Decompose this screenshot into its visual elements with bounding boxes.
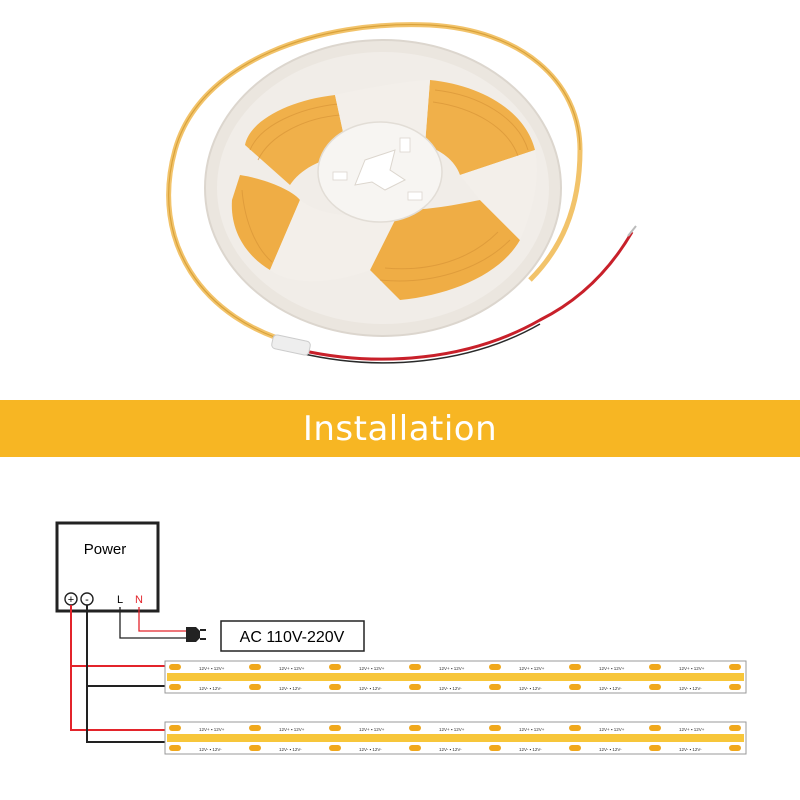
banner-title: Installation	[302, 408, 498, 449]
strip-marking-top: 12V+ ▪ 12V+	[359, 666, 385, 671]
strip-marking-bottom: 12V- ▪ 12V-	[359, 686, 382, 691]
strip-marking-top: 12V+ ▪ 12V+	[679, 727, 705, 732]
wire-positive-strip-1	[70, 605, 165, 667]
strip-marking-bottom: 12V- ▪ 12V-	[279, 747, 302, 752]
reel-windows	[231, 80, 535, 300]
strip-marking-bottom: 12V- ▪ 12V-	[679, 747, 702, 752]
led-strip-1: 12V+ ▪ 12V+ 12V- ▪ 12V- 12V+ ▪ 12V+ 12V- ▪ …	[164, 660, 747, 694]
power-label: Power	[84, 541, 127, 558]
hub-cutout	[354, 149, 406, 191]
strip-marking-top: 12V+ ▪ 12V+	[359, 727, 385, 732]
terminal-n-label: N	[135, 594, 143, 606]
terminal-positive-label: +	[68, 594, 74, 606]
strip-marking-bottom: 12V- ▪ 12V-	[519, 686, 542, 691]
strip-marking-bottom: 12V- ▪ 12V-	[599, 686, 622, 691]
loose-strip-edge	[168, 23, 581, 346]
strip-marking-top: 12V+ ▪ 12V+	[519, 727, 545, 732]
strip-marking-bottom: 12V- ▪ 12V-	[199, 686, 222, 691]
strip-marking-bottom: 12V- ▪ 12V-	[599, 747, 622, 752]
strip-marking-top: 12V+ ▪ 12V+	[279, 727, 305, 732]
strip-marking-top: 12V+ ▪ 12V+	[199, 727, 225, 732]
strip-marking-top: 12V+ ▪ 12V+	[439, 666, 465, 671]
plug-icon	[186, 627, 206, 642]
product-photo	[166, 22, 637, 364]
strip-marking-top: 12V+ ▪ 12V+	[519, 666, 545, 671]
strip-marking-bottom: 12V- ▪ 12V-	[679, 686, 702, 691]
wire-negative-strip-1	[86, 605, 165, 687]
strip-marking-bottom: 12V- ▪ 12V-	[519, 747, 542, 752]
wire-positive-strip-2	[70, 666, 165, 731]
strip-marking-bottom: 12V- ▪ 12V-	[439, 747, 462, 752]
ac-input-label: AC 110V-220V	[240, 629, 345, 646]
terminal-l-label: L	[117, 594, 123, 606]
strip-marking-bottom: 12V- ▪ 12V-	[279, 686, 302, 691]
terminal-negative-label: -	[85, 594, 89, 606]
strip-marking-top: 12V+ ▪ 12V+	[599, 727, 625, 732]
installation-banner: Installation	[0, 400, 800, 457]
wiring-diagram: Power + - L N AC 110V-220V 12V+ ▪ 12V+12…	[55, 521, 747, 755]
lead-wire	[299, 231, 634, 361]
strip-marking-top: 12V+ ▪ 12V+	[599, 666, 625, 671]
ac-input-box	[220, 620, 365, 652]
coil-lines	[241, 89, 529, 282]
strip-marking-bottom: 12V- ▪ 12V-	[359, 747, 382, 752]
wire-n	[138, 607, 186, 632]
strip-marking-top: 12V+ ▪ 12V+	[439, 727, 465, 732]
strip-marking-bottom: 12V- ▪ 12V-	[439, 686, 462, 691]
strip-marking-bottom: 12V- ▪ 12V-	[199, 747, 222, 752]
strip-marking-top: 12V+ ▪ 12V+	[279, 666, 305, 671]
strip-marking-top: 12V+ ▪ 12V+	[199, 666, 225, 671]
wire-negative-strip-2	[86, 686, 165, 743]
strip-marking-top: 12V+ ▪ 12V+	[679, 666, 705, 671]
wire-l	[119, 607, 186, 639]
led-strip-2: 12V+ ▪ 12V+ 12V- ▪ 12V- 12V+ ▪ 12V+ 12V- ▪ …	[164, 721, 747, 755]
end-cap	[271, 334, 311, 356]
